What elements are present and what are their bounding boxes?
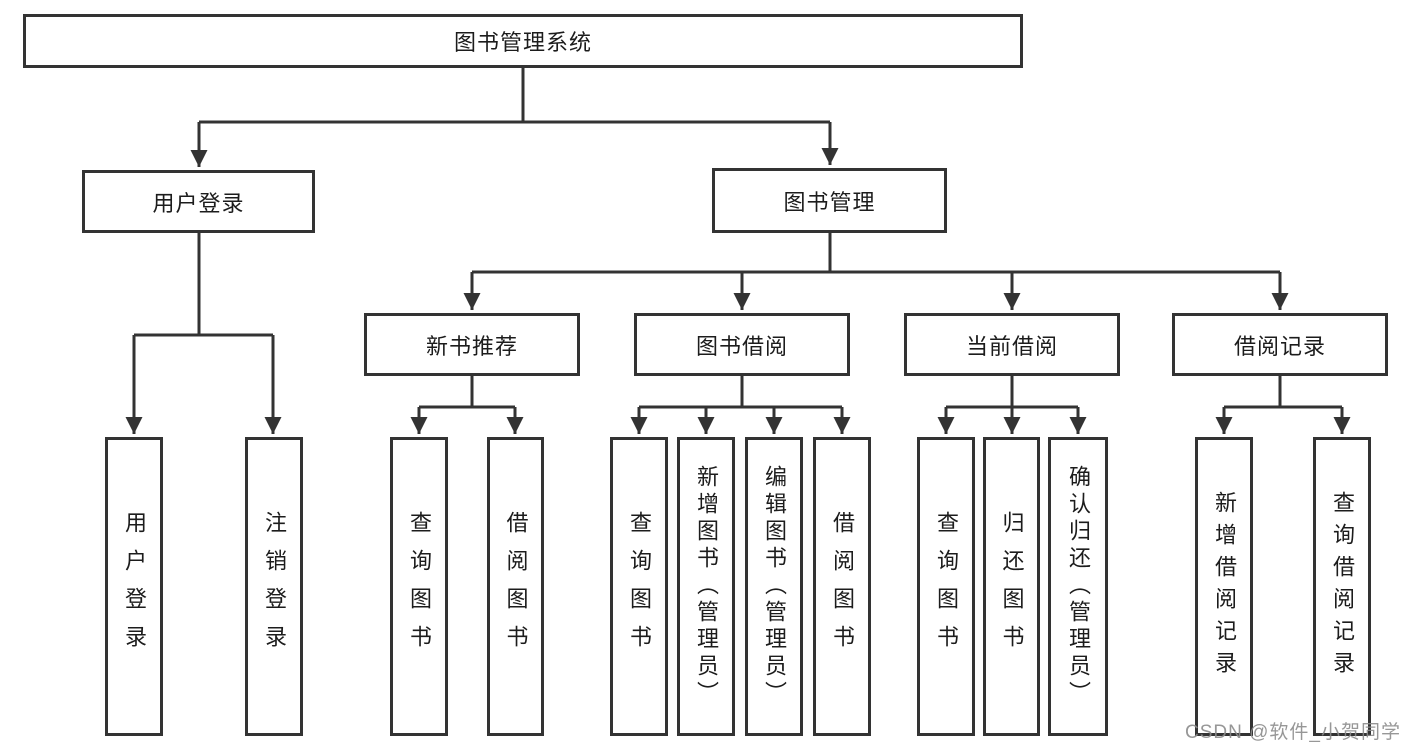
node-root-library-management-system: 图书管理系统 xyxy=(23,14,1023,68)
leaf-query-books-recommend: 查询图书 xyxy=(390,437,448,736)
leaf-borrow-books-recommend: 借阅图书 xyxy=(487,437,544,736)
leaf-logout: 注销登录 xyxy=(245,437,303,736)
leaf-query-books-borrow: 查询图书 xyxy=(610,437,668,736)
node-current-borrow: 当前借阅 xyxy=(904,313,1120,376)
leaf-borrow-books: 借阅图书 xyxy=(813,437,871,736)
node-new-book-recommend: 新书推荐 xyxy=(364,313,580,376)
node-book-management: 图书管理 xyxy=(712,168,947,233)
leaf-return-books: 归还图书 xyxy=(983,437,1040,736)
csdn-watermark: CSDN @软件_小贺同学 xyxy=(1185,722,1401,743)
leaf-add-books-admin: 新增图书（管理员） xyxy=(677,437,735,736)
leaf-confirm-return-admin: 确认归还（管理员） xyxy=(1048,437,1108,736)
leaf-user-login: 用户登录 xyxy=(105,437,163,736)
leaf-query-books-current: 查询图书 xyxy=(917,437,975,736)
leaf-query-borrow-record: 查询借阅记录 xyxy=(1313,437,1371,736)
leaf-add-borrow-record: 新增借阅记录 xyxy=(1195,437,1253,736)
leaf-edit-books-admin: 编辑图书（管理员） xyxy=(745,437,803,736)
node-borrow-records: 借阅记录 xyxy=(1172,313,1388,376)
node-user-login: 用户登录 xyxy=(82,170,315,233)
node-book-borrow: 图书借阅 xyxy=(634,313,850,376)
